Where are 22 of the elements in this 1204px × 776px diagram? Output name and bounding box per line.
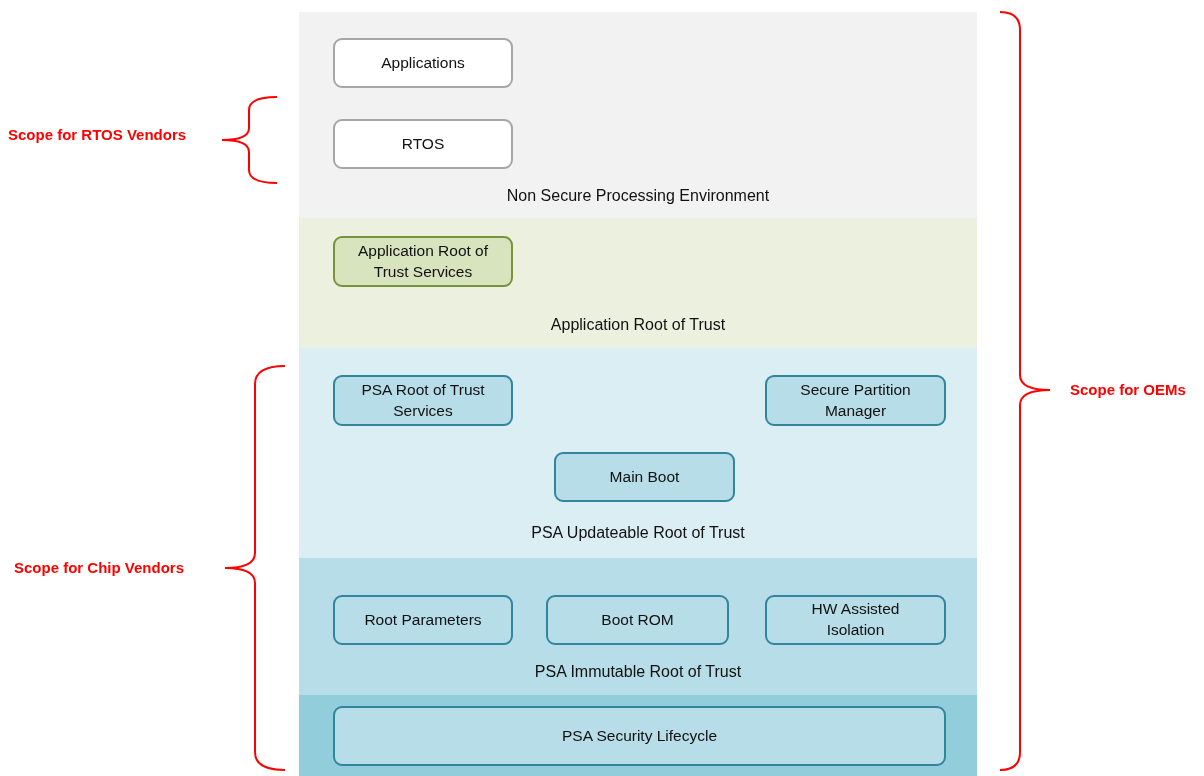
component-box: Boot ROM bbox=[546, 595, 729, 645]
layer-title: Application Root of Trust bbox=[549, 316, 727, 334]
component-box: Main Boot bbox=[554, 452, 735, 502]
component-box: HW Assisted Isolation bbox=[765, 595, 946, 645]
layer-band bbox=[299, 695, 977, 776]
layer-band bbox=[299, 348, 977, 558]
component-box: PSA Root of Trust Services bbox=[333, 375, 513, 426]
component-box: PSA Security Lifecycle bbox=[333, 706, 946, 766]
scope-label: Scope for OEMs bbox=[1070, 381, 1186, 398]
layer-band bbox=[299, 218, 977, 348]
layer-title: PSA Immutable Root of Trust bbox=[533, 663, 743, 681]
scope-label: Scope for RTOS Vendors bbox=[8, 126, 187, 143]
component-box: Root Parameters bbox=[333, 595, 513, 645]
layer-title: PSA Updateable Root of Trust bbox=[530, 524, 746, 542]
component-box: RTOS bbox=[333, 119, 513, 169]
component-box: Applications bbox=[333, 38, 513, 88]
layer-band bbox=[299, 12, 977, 218]
component-box: Secure Partition Manager bbox=[765, 375, 946, 426]
layer-band bbox=[299, 558, 977, 695]
layer-title: Non Secure Processing Environment bbox=[505, 187, 771, 205]
component-box: Application Root of Trust Services bbox=[333, 236, 513, 287]
scope-label: Scope for Chip Vendors bbox=[14, 559, 185, 576]
